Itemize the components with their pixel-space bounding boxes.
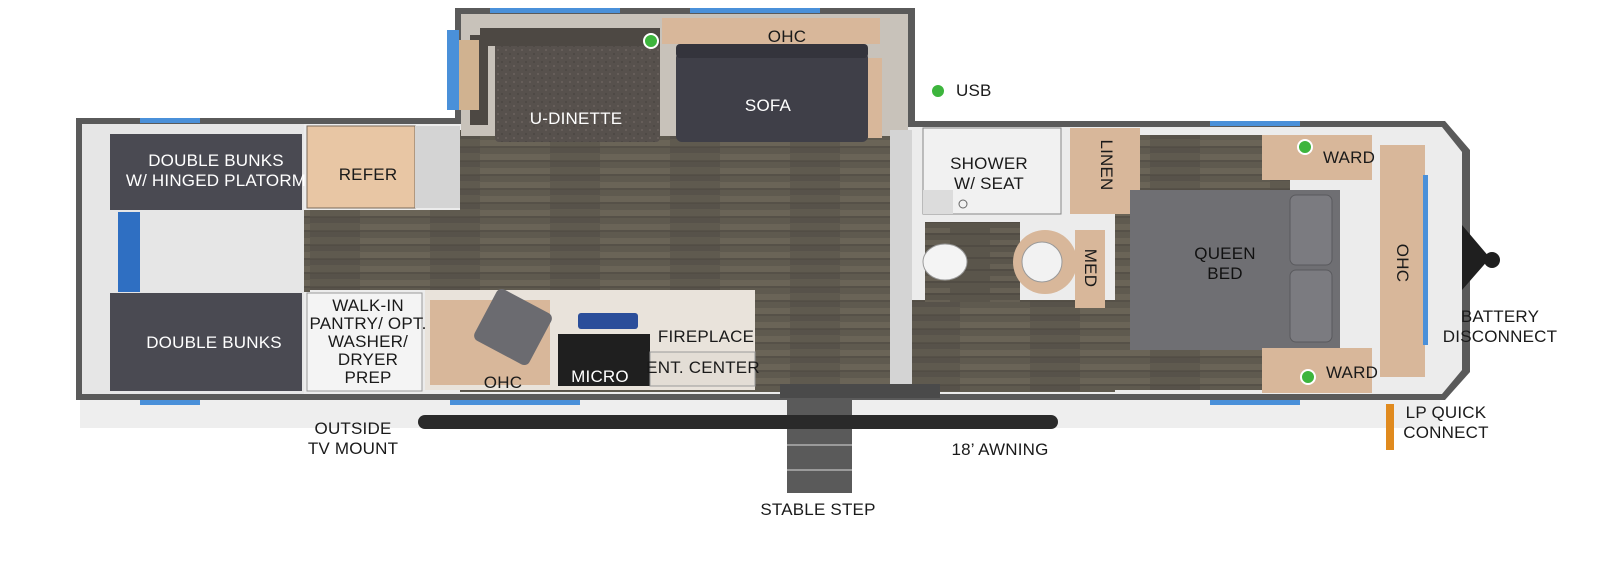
usb-dot-dinette [643, 33, 659, 49]
bedroom-window-bottom [1210, 400, 1300, 405]
linen-label: LINEN [1097, 139, 1116, 191]
dinette-table [495, 42, 660, 142]
toilet [922, 243, 968, 281]
refer-box [306, 125, 416, 209]
stove-burners [578, 313, 638, 329]
bedroom-window-front [1423, 175, 1428, 345]
sofa-label: SOFA [744, 96, 792, 115]
kitchen-window [450, 400, 580, 405]
ent-center-label: ENT. CENTER [646, 358, 760, 377]
top-window-1 [490, 8, 620, 13]
awning-bar [418, 415, 1058, 429]
bunk-window-top [140, 118, 200, 123]
usb-legend-label: USB [956, 81, 992, 100]
micro-label: MICRO [571, 367, 629, 386]
kitchen-sink [474, 288, 552, 366]
queen-bed-label: QUEEN BED [1194, 244, 1256, 283]
med-label: MED [1081, 248, 1100, 288]
ward-top-label: WARD [1322, 148, 1376, 167]
ohc-top-label: OHC [767, 27, 807, 46]
sofa-shape [676, 52, 868, 142]
ward-top-cabinet [1262, 135, 1372, 180]
microwave [558, 334, 650, 386]
bunk-lower [110, 293, 302, 391]
hall-floor [910, 300, 1115, 392]
usb-dot-legend [930, 83, 946, 99]
ward-bottom-cabinet [1262, 348, 1372, 393]
pantry-area [306, 292, 423, 392]
pantry-label: WALK-IN PANTRY/ OPT. WASHER/ DRYER PREP [309, 296, 427, 387]
bedroom-window-top [1210, 121, 1300, 126]
chair-left [459, 40, 479, 110]
battery-disconnect-label: BATTERY DISCONNECT [1442, 307, 1558, 346]
ohc-bedroom-label: OHC [1393, 243, 1412, 283]
med-cabinet [1075, 230, 1105, 308]
ward-bottom-label: WARD [1325, 363, 1379, 382]
outside-tv-mount-label: OUTSIDE TV MOUNT [307, 419, 399, 458]
ent-center-cabinet [649, 351, 756, 387]
shower-seat [923, 190, 953, 214]
hitch [1462, 225, 1490, 290]
bunk-ladder [118, 212, 140, 292]
end-table-right [868, 58, 882, 138]
stable-step-label: STABLE STEP [760, 500, 876, 519]
lavatory-bowl [1021, 241, 1063, 283]
double-bunks-platform-label: DOUBLE BUNKS W/ HINGED PLATORM [125, 151, 307, 190]
divider-wall [890, 130, 912, 390]
ohc-top-cabinet [662, 18, 880, 44]
ohc-bedroom-cabinet [1380, 145, 1425, 377]
u-dinette-label: U-DINETTE [529, 109, 623, 128]
kitchen-floor [300, 210, 470, 290]
refer-label: REFER [338, 165, 398, 184]
refer-surround [415, 126, 460, 208]
lp-connector [1386, 404, 1394, 450]
linen-cabinet [1070, 128, 1140, 214]
double-bunks-label: DOUBLE BUNKS [146, 333, 282, 352]
fireplace-label: FIREPLACE [657, 327, 755, 346]
top-window-2 [690, 8, 820, 13]
side-window-left [447, 30, 459, 110]
lp-quick-connect-label: LP QUICK CONNECT [1403, 403, 1489, 442]
shower-drain [958, 199, 968, 209]
pillow-bottom [1289, 269, 1333, 343]
pillow-top [1289, 194, 1333, 266]
shower-label: SHOWER W/ SEAT [950, 154, 1028, 193]
ohc-kitchen-label: OHC [483, 373, 523, 392]
sofa-back [676, 44, 868, 58]
dinette-seat-back [480, 28, 660, 46]
usb-dot-ward-bottom [1300, 369, 1316, 385]
awning-label: 18’ AWNING [951, 440, 1049, 459]
bunk-upper [110, 134, 302, 210]
usb-dot-ward-top [1297, 139, 1313, 155]
entry-door-gap [780, 384, 940, 398]
bunk-window-bottom [140, 400, 200, 405]
